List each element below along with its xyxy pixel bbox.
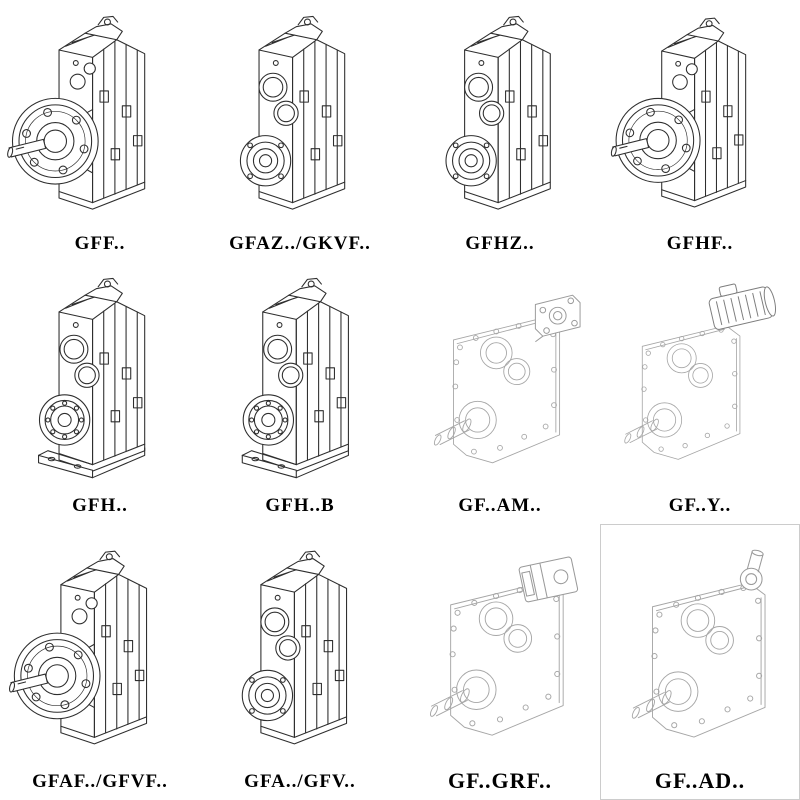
catalog-cell-gfh: GFH..: [0, 262, 200, 524]
model-label: GFHF..: [666, 233, 734, 255]
gearbox-drawing-gf-y: [600, 262, 800, 496]
model-label: GFAF../GFVF..: [32, 771, 168, 793]
catalog-cell-gfa-gfv: GFA../GFV..: [200, 524, 400, 800]
model-label: GFAZ../GKVF..: [229, 233, 371, 255]
gearbox-drawing-gf-ad: [600, 524, 800, 769]
model-label: GF..Y..: [668, 495, 732, 517]
catalog-cell-gfhz: GFHZ..: [400, 0, 600, 262]
catalog-cell-gfaf-gfvf: GFAF../GFVF..: [0, 524, 200, 800]
catalog-cell-gfaz-gkvf: GFAZ../GKVF..: [200, 0, 400, 262]
gearbox-drawing-gfaz-gkvf: [200, 0, 400, 234]
gearbox-drawing-gf-am: [400, 262, 600, 496]
catalog-cell-gff: GFF..: [0, 0, 200, 262]
gearbox-drawing-gf-grf: [400, 524, 600, 769]
catalog-cell-gfh-b: GFH..B: [200, 262, 400, 524]
gearbox-drawing-gfhf: [600, 0, 800, 234]
gearbox-drawing-gff: [0, 0, 200, 234]
model-label: GF..AM..: [458, 495, 542, 517]
model-label: GF..GRF..: [448, 767, 552, 793]
catalog-cell-gf-grf: GF..GRF..: [400, 524, 600, 800]
model-label: GFH..B: [265, 495, 335, 517]
catalog-cell-gf-y: GF..Y..: [600, 262, 800, 524]
model-label: GFF..: [74, 233, 126, 255]
gearbox-drawing-gfh: [0, 262, 200, 496]
catalog-cell-gfhf: GFHF..: [600, 0, 800, 262]
gearbox-drawing-gfaf-gfvf: [0, 524, 200, 772]
gearbox-drawing-gfh-b: [200, 262, 400, 496]
catalog-cell-gf-am: GF..AM..: [400, 262, 600, 524]
model-label: GFH..: [72, 495, 128, 517]
model-label: GFHZ..: [465, 233, 535, 255]
model-label: GF..AD..: [654, 767, 746, 793]
gearbox-drawing-gfhz: [400, 0, 600, 234]
catalog-cell-gf-ad: GF..AD..: [600, 524, 800, 800]
gearbox-drawing-gfa-gfv: [200, 524, 400, 772]
model-label: GFA../GFV..: [244, 771, 356, 793]
